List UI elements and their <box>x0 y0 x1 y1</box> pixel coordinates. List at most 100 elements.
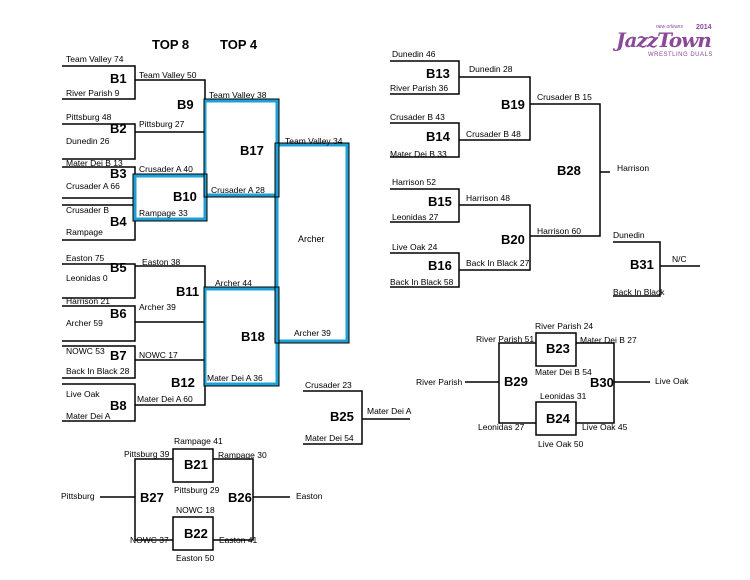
winner-label: Easton <box>296 491 323 501</box>
bout-id: B2 <box>110 121 127 136</box>
jazztown-logo: new orleans 2014 JazzTown WRESTLING DUAL… <box>612 22 724 62</box>
team-label: Rampage 33 <box>139 208 188 218</box>
team-label: Team Valley 38 <box>209 90 267 100</box>
team-label: Back In Black 27 <box>466 258 530 268</box>
winner-label: Harrison <box>617 163 650 173</box>
bout-id: B13 <box>426 66 450 81</box>
team-label: Rampage 30 <box>218 450 267 460</box>
team-label: Mater Dei 54 <box>305 433 354 443</box>
team-label: NOWC 18 <box>176 505 215 515</box>
team-label: Crusader B 48 <box>466 129 521 139</box>
team-label: Easton 50 <box>176 553 215 563</box>
team-label: Harrison 21 <box>66 296 110 306</box>
bout-id: B11 <box>176 284 200 299</box>
team-label: Rampage <box>66 227 103 237</box>
team-label: Team Valley 50 <box>139 70 197 80</box>
team-label: Archer 39 <box>139 302 176 312</box>
winner-label: Live Oak <box>655 376 689 386</box>
bout-id: B5 <box>110 260 127 275</box>
team-label: Crusader A 28 <box>211 185 265 195</box>
bout-id: B29 <box>504 374 528 389</box>
bout-id: B14 <box>426 129 450 144</box>
team-label: Crusader A 66 <box>66 181 120 191</box>
winner-label: Mater Dei A <box>367 406 412 416</box>
team-label: Mater Dei B 33 <box>390 149 447 159</box>
bout-id: B6 <box>110 306 127 321</box>
team-label: Pittsburg 39 <box>124 449 170 459</box>
team-label: River Parish 9 <box>66 88 120 98</box>
champion-label: Archer <box>298 234 325 244</box>
team-label: Back In Black 28 <box>66 366 130 376</box>
team-label: Live Oak 24 <box>392 242 438 252</box>
bout-id: B25 <box>330 409 354 424</box>
top8-header: TOP 8 <box>152 37 190 52</box>
team-label: Leonidas 0 <box>66 273 108 283</box>
winner-label: N/C <box>672 254 687 264</box>
team-label: Easton 75 <box>66 253 105 263</box>
team-label: Team Valley 74 <box>66 54 124 64</box>
team-label: Harrison 60 <box>537 226 581 236</box>
team-label: Crusader B 15 <box>537 92 592 102</box>
team-label: Leonidas 27 <box>478 422 525 432</box>
team-label: Mater Dei A 60 <box>137 394 193 404</box>
team-label: Mater Dei A 36 <box>207 373 263 383</box>
team-label: Harrison 52 <box>392 177 436 187</box>
team-label: Dunedin <box>613 230 645 240</box>
winner-label: River Parish <box>416 377 463 387</box>
bout-id: B18 <box>241 329 265 344</box>
bout-id: B17 <box>240 143 264 158</box>
logo-year: 2014 <box>696 24 712 31</box>
bout-id: B24 <box>546 411 570 426</box>
bout-id: B22 <box>184 526 208 541</box>
team-label: Archer 44 <box>215 278 252 288</box>
team-label: Live Oak <box>66 389 100 399</box>
bout-id: B4 <box>110 214 127 229</box>
team-label: Crusader 23 <box>305 380 352 390</box>
team-label: Rampage 41 <box>174 436 223 446</box>
team-label: NOWC 37 <box>130 535 169 545</box>
team-label: Live Oak 45 <box>582 422 628 432</box>
team-label: Back In Black 58 <box>390 277 454 287</box>
team-label: Mater Dei A <box>66 411 111 421</box>
team-label: NOWC 53 <box>66 346 105 356</box>
team-label: Archer 39 <box>294 328 331 338</box>
top4-header: TOP 4 <box>220 37 258 52</box>
team-label: Easton 41 <box>219 535 258 545</box>
bout-id: B3 <box>110 166 127 181</box>
team-label: Pittsburg 29 <box>174 485 220 495</box>
team-label: Dunedin 46 <box>392 49 436 59</box>
logo-city: new orleans <box>656 24 683 30</box>
bout-id: B10 <box>173 189 197 204</box>
bout-id: B27 <box>140 490 164 505</box>
team-label: Pittsburg 48 <box>66 112 112 122</box>
logo-main: JazzTown <box>616 28 712 52</box>
team-label: Pittsburg 27 <box>139 119 185 129</box>
bout-id: B20 <box>501 232 525 247</box>
team-label: Live Oak 50 <box>538 439 584 449</box>
team-label: Leonidas 27 <box>392 212 439 222</box>
bout-id: B21 <box>184 457 208 472</box>
team-label: Back In Black <box>613 287 665 297</box>
bout-id: B7 <box>110 348 127 363</box>
team-label: Crusader B 43 <box>390 112 445 122</box>
team-label: Mater Dei B 54 <box>535 367 592 377</box>
bout-id: B31 <box>630 257 654 272</box>
team-label: Dunedin 26 <box>66 136 110 146</box>
winner-label: Pittsburg <box>61 491 95 501</box>
bout-id: B28 <box>557 163 581 178</box>
bout-id: B30 <box>590 375 614 390</box>
team-label: River Parish 36 <box>390 83 449 93</box>
bout-id: B23 <box>546 341 570 356</box>
team-label: Leonidas 31 <box>540 391 587 401</box>
bout-id: B16 <box>428 258 452 273</box>
bout-id: B1 <box>110 71 127 86</box>
team-label: Easton 38 <box>142 257 181 267</box>
bout-id: B12 <box>171 375 195 390</box>
bout-id: B19 <box>501 97 525 112</box>
team-label: Archer 59 <box>66 318 103 328</box>
team-label: Crusader A 40 <box>139 164 193 174</box>
team-label: Mater Dei B 27 <box>580 335 637 345</box>
bout-id: B9 <box>177 97 194 112</box>
team-label: River Parish 24 <box>535 321 594 331</box>
